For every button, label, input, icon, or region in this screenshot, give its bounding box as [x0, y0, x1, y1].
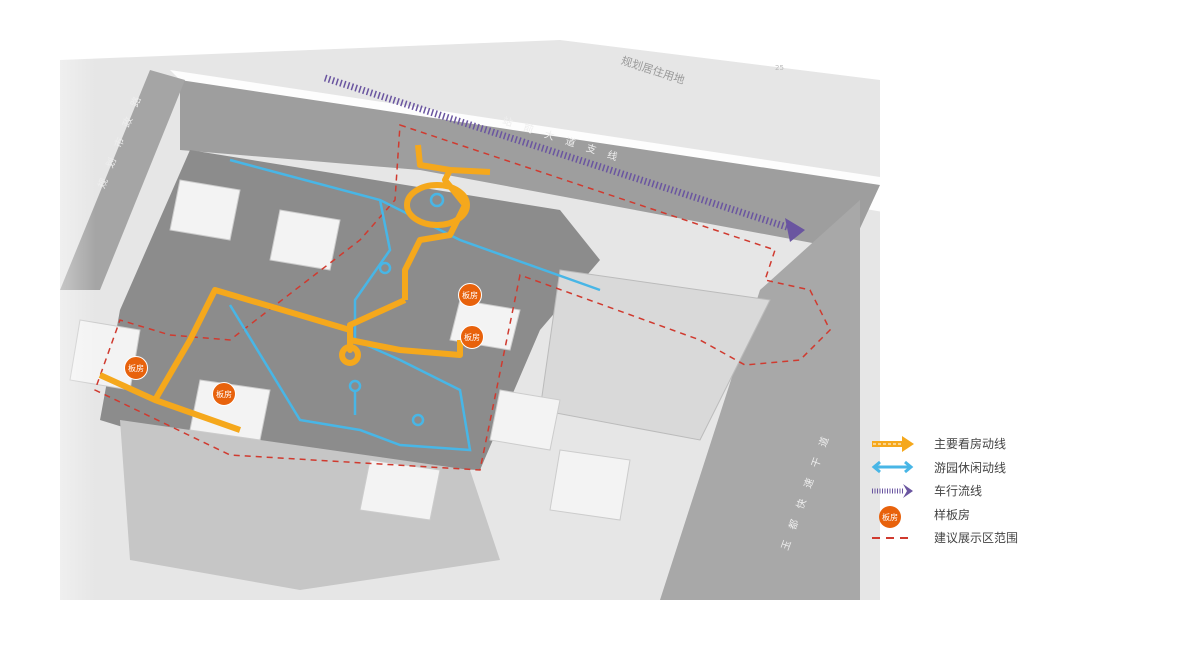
yellow-arrow-icon	[872, 435, 914, 452]
purple-arrow-icon	[872, 483, 913, 498]
red-dashed-line-icon	[872, 536, 914, 539]
showroom-marker[interactable]: 板房	[460, 325, 484, 349]
showroom-marker[interactable]: 板房	[124, 356, 148, 380]
blue-double-arrow-icon	[871, 461, 914, 474]
scale-number: 25	[775, 64, 784, 72]
legend-item-main-route: 主要看房动线	[870, 432, 1018, 456]
legend-item-display-area: 建议展示区范围	[870, 526, 1018, 550]
legend-item-showroom: 板房 样板房	[870, 503, 1018, 529]
showroom-marker[interactable]: 板房	[212, 382, 236, 406]
showroom-badge-icon: 板房	[879, 506, 901, 529]
legend-item-leisure-route: 游园休闲动线	[870, 456, 1018, 480]
legend: 主要看房动线 游园休闲动线 车行流线 板房 样板房 建议展示区范围	[870, 432, 1018, 550]
showroom-marker[interactable]: 板房	[458, 283, 482, 307]
legend-item-vehicle-route: 车行流线	[870, 479, 1018, 503]
